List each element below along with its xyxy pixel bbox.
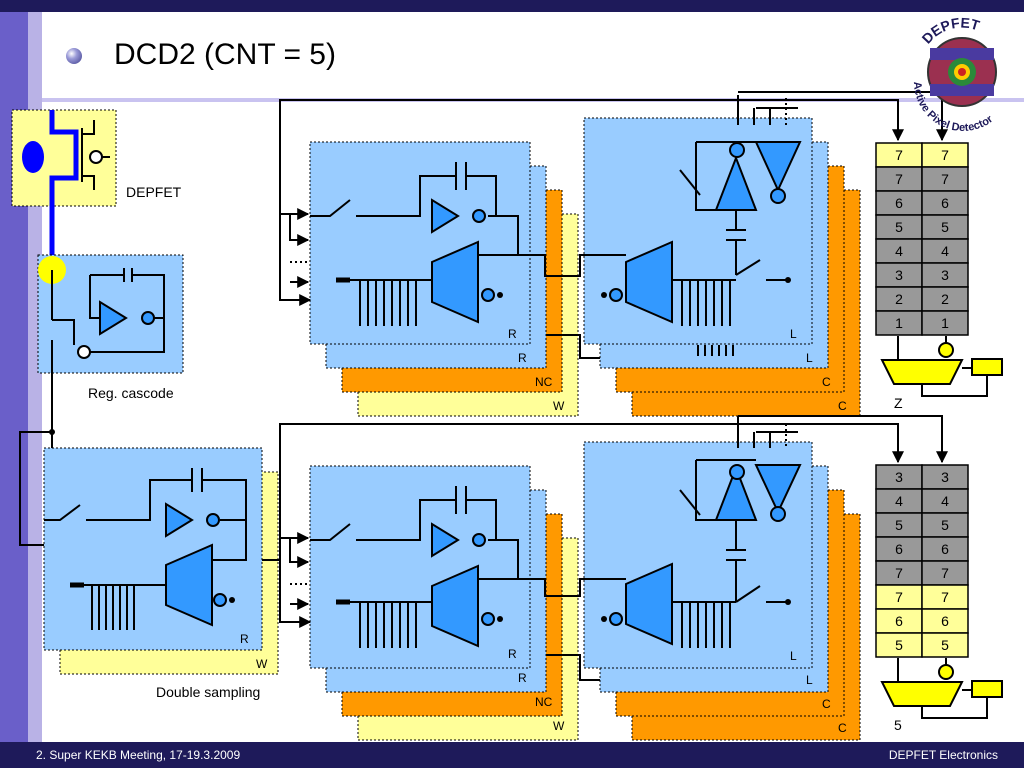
register-cell	[921, 310, 969, 336]
register-value: 7	[895, 147, 903, 163]
footer-left-text: 2. Super KEKB Meeting, 17-19.3.2009	[36, 748, 241, 762]
double-sampling-block: R W Double sampling	[43, 447, 279, 700]
top-adc-nc: NC	[535, 375, 553, 389]
double-sampling-label: Double sampling	[156, 684, 260, 700]
register-cell	[921, 488, 969, 514]
register-value: 6	[895, 541, 903, 557]
register-cell	[921, 512, 969, 538]
register-value: 7	[941, 565, 949, 581]
register-value: 1	[895, 315, 903, 331]
top-bar	[0, 0, 1024, 12]
register-cell	[921, 142, 969, 168]
register-value: 4	[895, 243, 903, 259]
slide-title: DCD2 (CNT = 5)	[114, 38, 336, 71]
ds-r-label: R	[240, 632, 249, 646]
register-cell	[875, 584, 923, 610]
top-cmp-l2: L	[806, 351, 813, 365]
register-value: 3	[941, 267, 949, 283]
register-value: 7	[941, 589, 949, 605]
bot-adc-w: W	[553, 719, 565, 733]
bot-adc-r2: R	[518, 671, 527, 685]
register-cell	[875, 166, 923, 192]
register-cell	[875, 512, 923, 538]
register-cell	[921, 632, 969, 658]
register-value: 6	[941, 195, 949, 211]
register-cell	[875, 238, 923, 264]
register-value: 7	[895, 565, 903, 581]
top-adc-r2: R	[518, 351, 527, 365]
register-cell	[921, 608, 969, 634]
register-cell	[875, 286, 923, 312]
register-cell	[921, 560, 969, 586]
register-value: 6	[895, 195, 903, 211]
top-adc-r1: R	[508, 327, 517, 341]
bot-adc-r1: R	[508, 647, 517, 661]
depfet-label: DEPFET	[126, 184, 182, 200]
register-value: 2	[895, 291, 903, 307]
ds-w-label: W	[256, 657, 268, 671]
depfet-logo: DEPFET Active Pixel Detector	[911, 14, 997, 134]
bot-adc-nc: NC	[535, 695, 553, 709]
register-value: 5	[895, 517, 903, 533]
top-cmp-c1: C	[822, 375, 831, 389]
register-value: 3	[895, 469, 903, 485]
footer-bar: 2. Super KEKB Meeting, 17-19.3.2009 DEPF…	[0, 742, 1024, 768]
bot-cmp-c1: C	[822, 697, 831, 711]
register-value: 5	[941, 637, 949, 653]
register-value: 4	[895, 493, 903, 509]
reg-cascode-label: Reg. cascode	[88, 385, 174, 401]
register-cell	[875, 310, 923, 336]
register-cell	[875, 608, 923, 634]
register-cell	[921, 464, 969, 490]
depfet-block: DEPFET	[11, 109, 182, 207]
register-value: 6	[941, 541, 949, 557]
register-value: 4	[941, 243, 949, 259]
z-label: Z	[894, 395, 903, 411]
register-value: 1	[941, 315, 949, 331]
top-adc-w: W	[553, 399, 565, 413]
register-value: 5	[895, 219, 903, 235]
register-value: 5	[895, 637, 903, 653]
register-value: 2	[941, 291, 949, 307]
register-cell	[875, 632, 923, 658]
register-cell	[875, 488, 923, 514]
bot-cmp-c2: C	[838, 721, 847, 735]
footer-right-text: DEPFET Electronics	[888, 748, 998, 762]
bottom-compare-stack: L L C C	[583, 441, 861, 741]
top-mux: Z	[880, 336, 1003, 411]
register-value: 7	[895, 589, 903, 605]
register-value: 5	[941, 517, 949, 533]
title-bullet-icon	[66, 48, 82, 64]
reg-cascode-block: Reg. cascode	[37, 254, 184, 401]
register-cell	[921, 536, 969, 562]
register-cell	[921, 190, 969, 216]
register-value: 4	[941, 493, 949, 509]
top-adc-stack: R R NC W	[309, 141, 579, 417]
bottom-adc-stack: R R NC W	[309, 465, 579, 741]
top-cmp-c2: C	[838, 399, 847, 413]
register-cell	[921, 214, 969, 240]
bot-cmp-l2: L	[806, 673, 813, 687]
five-label: 5	[894, 717, 902, 733]
top-compare-stack: L L C C	[583, 117, 861, 417]
bottom-mux: 5	[880, 658, 1003, 733]
register-value: 3	[941, 469, 949, 485]
register-value: 7	[895, 171, 903, 187]
register-bottom: 3 3 4 4 5 5 6 6 7 7 7 7 6 6 5 5	[875, 464, 969, 658]
register-value: 6	[941, 613, 949, 629]
bot-cmp-l1: L	[790, 649, 797, 663]
top-cmp-l1: L	[790, 327, 797, 341]
register-cell	[921, 238, 969, 264]
register-value: 6	[895, 613, 903, 629]
register-value: 7	[941, 171, 949, 187]
register-top: 7 7 7 7 6 6 5 5 4 4 3 3 2 2 1 1	[875, 142, 969, 336]
register-cell	[921, 286, 969, 312]
register-value: 3	[895, 267, 903, 283]
register-value: 7	[941, 147, 949, 163]
register-value: 5	[941, 219, 949, 235]
depfet-electrode-icon	[22, 141, 44, 173]
